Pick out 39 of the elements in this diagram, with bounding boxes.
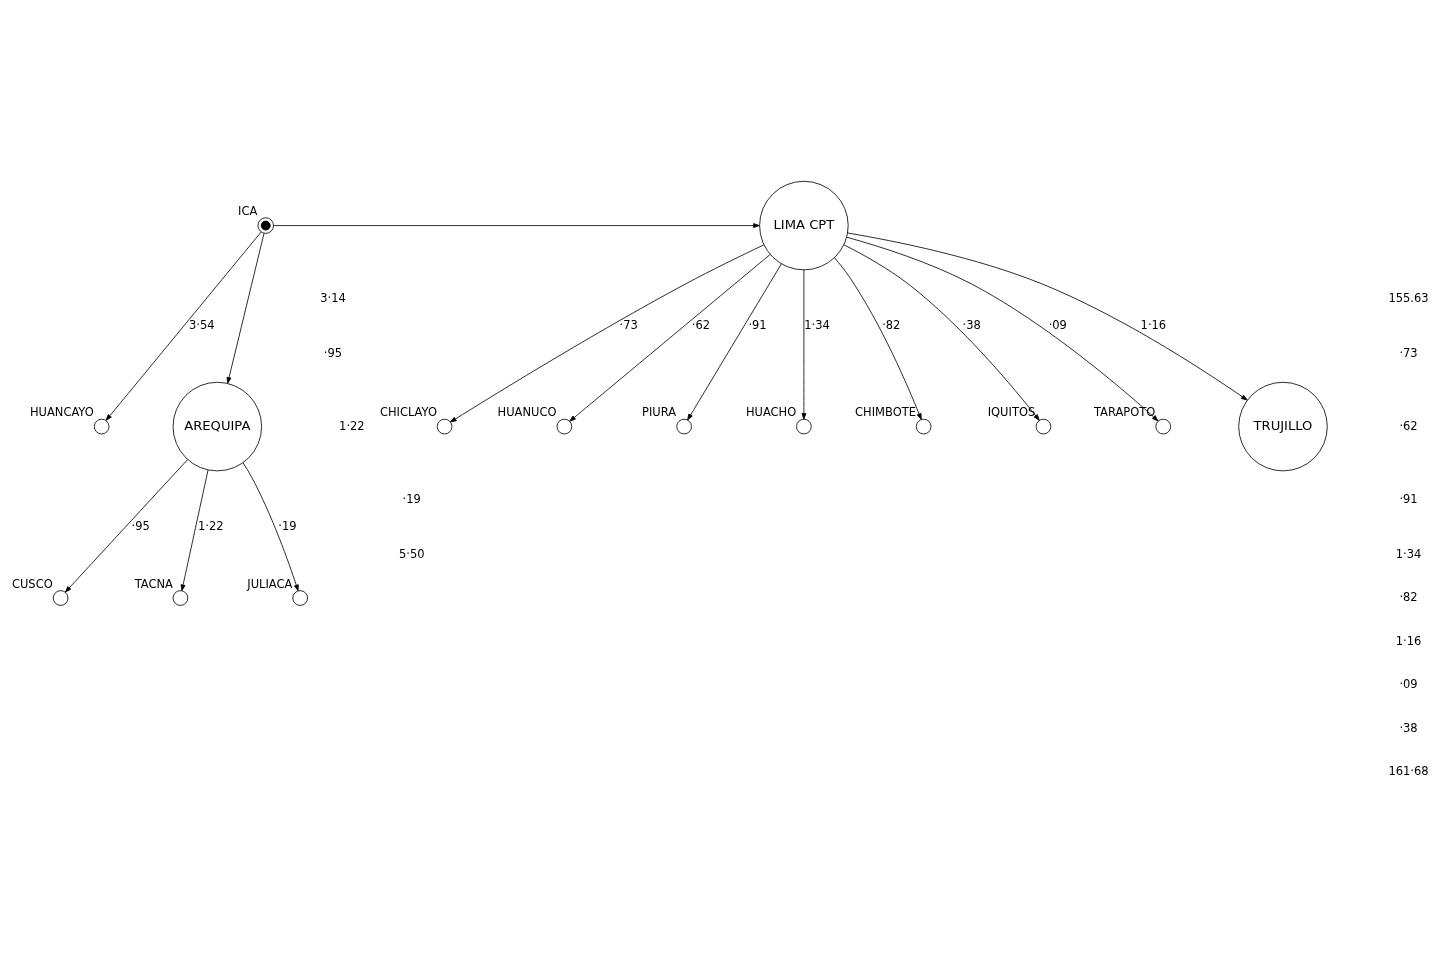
label: 155.63 <box>1388 290 1429 305</box>
node-label: IQUITOS <box>987 404 1036 419</box>
label: 1·22 <box>339 418 365 433</box>
node-label: CHIMBOTE <box>855 404 916 419</box>
edge-label: ·09 <box>1048 317 1067 332</box>
label: ·82 <box>1399 589 1418 604</box>
node-label: TARAPOTO <box>1094 404 1156 419</box>
node-label: CHICLAYO <box>379 404 437 419</box>
node-label: TACNA <box>134 576 173 591</box>
label: ·62 <box>1399 418 1418 433</box>
edge-label: 1·16 <box>1140 317 1167 332</box>
label: 5·50 <box>398 546 425 561</box>
label: 1·16 <box>1395 633 1422 648</box>
edge-label: ·91 <box>748 317 767 332</box>
edge-label: ·82 <box>882 317 901 332</box>
label: 3·14 <box>320 290 346 305</box>
node-label: HUANCAYO <box>29 404 94 419</box>
node-label: CUSCO <box>11 576 53 591</box>
node-label: HUACHO <box>745 404 797 419</box>
node-label: ICA <box>238 203 258 218</box>
label: ·95 <box>323 345 343 360</box>
node-label: HUANUCO <box>497 404 557 419</box>
edge-label: ·73 <box>619 317 638 332</box>
edge-label: 1·34 <box>804 317 830 332</box>
label: ·19 <box>402 491 421 506</box>
label: ·38 <box>1399 720 1418 735</box>
node-label: JULIACA <box>247 576 293 591</box>
label: 161·68 <box>1388 763 1429 778</box>
node-label: PIURA <box>642 404 677 419</box>
edge-label: ·19 <box>278 518 297 533</box>
edge-label: ·95 <box>131 518 150 533</box>
edge-label: 1·22 <box>197 518 224 533</box>
label: 1·34 <box>1395 546 1422 561</box>
label: ·91 <box>1399 491 1418 506</box>
label: ·73 <box>1399 345 1418 360</box>
label: ·09 <box>1399 676 1418 691</box>
edge-label: ·38 <box>962 317 981 332</box>
edge-label: 3·54 <box>188 317 215 332</box>
edge-label: ·62 <box>691 317 711 332</box>
